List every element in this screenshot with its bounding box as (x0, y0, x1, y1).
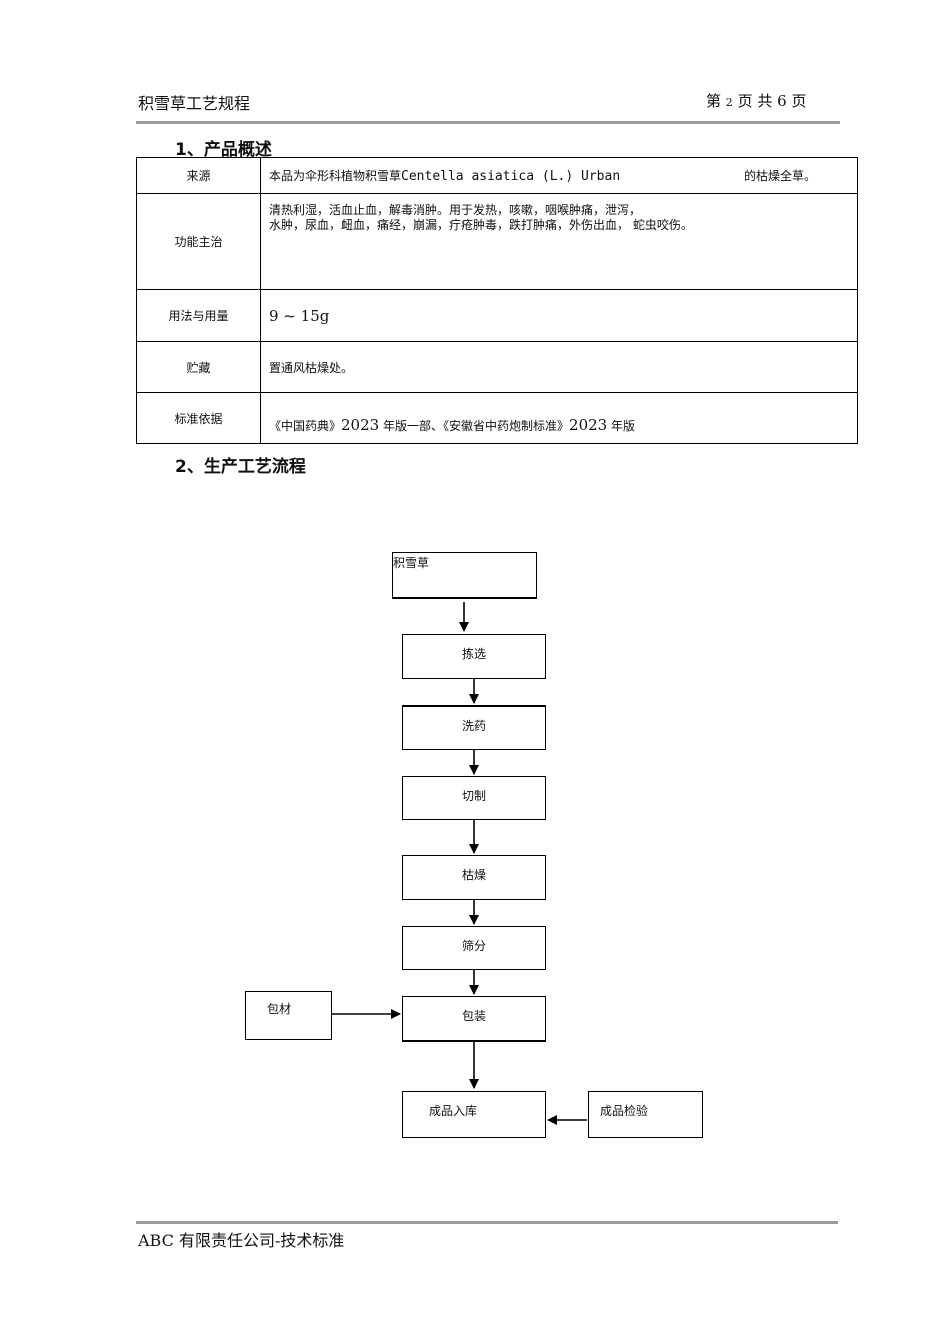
document-title: 积雪草工艺规程 (138, 94, 251, 113)
row-value-storage: 置通风枯燥处。 (260, 341, 858, 393)
row-value-standard: 《中国药典》2023 年版一部、《安徽省中药炮制标准》2023 年版 (260, 392, 858, 444)
page-total: 6 (777, 92, 787, 110)
flow-step-drying: 枯燥 (402, 855, 546, 900)
flow-step-label: 拣选 (461, 647, 486, 661)
table-row-storage: 贮藏 置通风枯燥处。 (136, 341, 858, 393)
footer-company: ABC 有限责任公司-技术标准 (138, 1231, 345, 1250)
product-overview-table: 来源 本品为伞形科植物积雪草Centella asiatica (L.) Urb… (136, 157, 858, 444)
flow-input-inspection: 成品检验 (588, 1091, 703, 1138)
year-1: 2023 (341, 416, 380, 434)
flow-step-sieving: 筛分 (402, 926, 546, 970)
row-label-function: 功能主治 (136, 193, 261, 290)
flow-step-label: 切制 (461, 789, 486, 803)
flow-step-washing: 洗药 (402, 705, 546, 750)
flow-step-warehousing: 成品入库 (402, 1091, 546, 1138)
row-label-storage: 贮藏 (136, 341, 261, 393)
flow-input-packaging-material: 包材 (245, 991, 332, 1040)
section-2-title: 2、生产工艺流程 (175, 457, 306, 477)
flow-step-raw-herb: 积雪草 (392, 552, 537, 599)
function-line-2: 水肿，尿血，衄血，痛经，崩漏，疔疮肿毒，跌打肿痛，外伤出血， 蛇虫咬伤。 (269, 218, 693, 232)
flow-step-label: 筛分 (461, 939, 486, 953)
flow-step-label: 洗药 (461, 719, 486, 733)
pharmacopoeia-ref: 《中国药典》 (269, 419, 342, 433)
table-row-source: 来源 本品为伞形科植物积雪草Centella asiatica (L.) Urb… (136, 157, 858, 194)
page-number: 第 2 页 共 6 页 (706, 90, 806, 111)
row-value-function: 清热利湿，活血止血，解毒消肿。用于发热，咳嗽，咽喉肿痛，泄泻， 水肿，尿血，衄血… (260, 193, 858, 290)
flow-step-label: 枯燥 (461, 868, 486, 882)
row-value-source: 本品为伞形科植物积雪草Centella asiatica (L.) Urban … (260, 157, 858, 194)
standard-suffix: 年版 (607, 419, 636, 433)
page-label-mid: 页 共 (737, 92, 773, 110)
year-2: 2023 (569, 416, 608, 434)
row-label-standard: 标准依据 (136, 392, 261, 444)
latin-name: Centella asiatica (L.) Urban (401, 169, 621, 184)
source-suffix: 的枯燥全草。 (744, 169, 817, 183)
flow-step-label: 包装 (461, 1009, 486, 1023)
page-label-suffix: 页 (791, 92, 807, 110)
table-row-function: 功能主治 清热利湿，活血止血，解毒消肿。用于发热，咳嗽，咽喉肿痛，泄泻， 水肿，… (136, 193, 858, 290)
page-label-prefix: 第 (706, 92, 722, 110)
function-line-1: 清热利湿，活血止血，解毒消肿。用于发热，咳嗽，咽喉肿痛，泄泻， (269, 203, 642, 217)
flow-step-packaging: 包装 (402, 996, 546, 1042)
flow-input-label: 包材 (267, 1002, 292, 1016)
header-rule (136, 121, 840, 124)
standard-mid: 年版一部、《安徽省中药炮制标准》 (379, 419, 570, 433)
source-text: 本品为伞形科植物积雪草 (269, 169, 402, 183)
footer-rule (136, 1221, 838, 1224)
flow-step-cutting: 切制 (402, 776, 546, 820)
table-row-standard: 标准依据 《中国药典》2023 年版一部、《安徽省中药炮制标准》2023 年版 (136, 392, 858, 444)
flow-step-label: 成品入库 (429, 1104, 478, 1118)
flow-step-picking: 拣选 (402, 634, 546, 679)
flow-step-label: 积雪草 (393, 556, 430, 570)
page-current: 2 (725, 96, 733, 109)
table-row-dosage: 用法与用量 9 ~ 15g (136, 289, 858, 342)
flow-input-label: 成品检验 (600, 1104, 649, 1118)
section-1-title: 1、产品概述 (175, 140, 272, 160)
